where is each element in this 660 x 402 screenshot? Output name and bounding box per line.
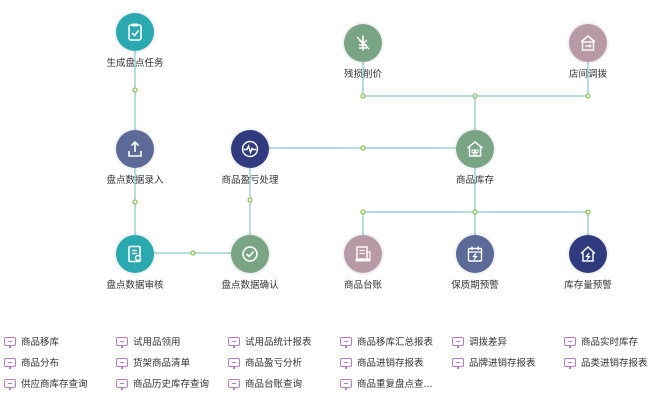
data-confirm-circle[interactable] bbox=[231, 235, 269, 273]
check-circle-icon bbox=[242, 246, 258, 262]
quick-link[interactable]: 商品进销存报表 bbox=[336, 355, 448, 369]
process-flow-diagram bbox=[132, 50, 591, 256]
upload-icon bbox=[128, 140, 142, 157]
store-transfer-circle[interactable] bbox=[569, 24, 607, 62]
house-alert-icon bbox=[580, 245, 596, 262]
inventory-circle[interactable] bbox=[456, 130, 494, 168]
quick-link[interactable]: 货架商品清单 bbox=[112, 355, 224, 369]
pulse-icon bbox=[241, 140, 259, 158]
monitor-icon bbox=[116, 357, 128, 369]
clipboard-check-icon bbox=[128, 23, 142, 41]
quick-link[interactable]: 商品分布 bbox=[0, 355, 112, 369]
quick-links-grid: 商品移库 试用品领用 试用品统计报表 商品移库汇总报表 调拨差异 商品实时库存 … bbox=[0, 334, 660, 390]
quick-link[interactable]: 商品实时库存 bbox=[560, 334, 660, 348]
stock-alert-circle[interactable] bbox=[569, 235, 607, 273]
quick-link-label: 品牌进销存报表 bbox=[469, 358, 536, 369]
warehouse-icon bbox=[467, 141, 483, 157]
quick-link-label: 商品盈亏分析 bbox=[245, 358, 303, 369]
node-ledger[interactable]: 商品台账 bbox=[303, 235, 423, 291]
node-data-review[interactable]: 盘点数据审核 bbox=[75, 235, 195, 291]
monitor-icon bbox=[228, 336, 240, 348]
data-confirm-label: 盘点数据确认 bbox=[221, 280, 279, 291]
ledger-icon bbox=[355, 246, 371, 262]
node-data-entry[interactable]: 盘点数据录入 bbox=[75, 130, 195, 186]
quick-link-label: 商品重复盘点查... bbox=[357, 379, 433, 390]
monitor-icon bbox=[4, 378, 16, 390]
quick-link-label: 商品移库汇总报表 bbox=[357, 337, 434, 348]
data-entry-label: 盘点数据录入 bbox=[106, 175, 164, 186]
document-review-icon bbox=[128, 245, 142, 263]
node-stock-alert[interactable]: 库存量预警 bbox=[528, 235, 648, 291]
monitor-icon bbox=[452, 357, 464, 369]
monitor-icon bbox=[228, 357, 240, 369]
store-transfer-label: 店间调拨 bbox=[568, 69, 607, 80]
stock-alert-label: 库存量预警 bbox=[564, 280, 612, 291]
quick-link[interactable]: 供应商库存查询 bbox=[0, 376, 112, 390]
profit-loss-circle[interactable] bbox=[231, 130, 269, 168]
quick-link-label: 商品历史库存查询 bbox=[133, 379, 210, 390]
monitor-icon bbox=[340, 378, 352, 390]
quick-link[interactable]: 试用品领用 bbox=[112, 334, 224, 348]
profit-loss-label: 商品盈亏处理 bbox=[221, 175, 279, 186]
quick-link-label: 货架商品清单 bbox=[133, 358, 191, 369]
quick-link-label: 商品进销存报表 bbox=[357, 358, 424, 369]
monitor-icon bbox=[340, 357, 352, 369]
quick-link[interactable]: 品牌进销存报表 bbox=[448, 355, 560, 369]
generate-task-circle[interactable] bbox=[116, 13, 154, 51]
quick-link[interactable]: 调拨差异 bbox=[448, 334, 560, 348]
transfer-house-icon bbox=[580, 35, 596, 51]
node-damage-price[interactable]: 残损削价 bbox=[303, 24, 423, 80]
quick-link[interactable]: 商品盈亏分析 bbox=[224, 355, 336, 369]
ledger-label: 商品台账 bbox=[343, 280, 382, 291]
node-generate-task[interactable]: 生成盘点任务 bbox=[75, 13, 195, 69]
monitor-icon bbox=[228, 378, 240, 390]
quick-link-label: 商品实时库存 bbox=[581, 337, 639, 348]
quick-link[interactable]: 试用品统计报表 bbox=[224, 334, 336, 348]
monitor-icon bbox=[564, 336, 576, 348]
monitor-icon bbox=[340, 336, 352, 348]
damage-price-circle[interactable] bbox=[344, 24, 382, 62]
quick-link[interactable]: 商品历史库存查询 bbox=[112, 376, 224, 390]
quick-link-label: 商品移库 bbox=[21, 337, 60, 348]
monitor-icon bbox=[4, 357, 16, 369]
quick-link-label: 商品分布 bbox=[21, 358, 60, 369]
quick-link-label: 调拨差异 bbox=[469, 337, 508, 348]
data-review-circle[interactable] bbox=[116, 235, 154, 273]
node-inventory[interactable]: 商品库存 bbox=[415, 130, 535, 186]
quick-link[interactable]: 商品移库 bbox=[0, 334, 112, 348]
quick-link[interactable]: 商品移库汇总报表 bbox=[336, 334, 448, 348]
damage-price-label: 残损削价 bbox=[343, 69, 382, 80]
quick-link-label: 试用品领用 bbox=[133, 337, 181, 348]
shelf-life-label: 保质期预警 bbox=[451, 280, 499, 291]
quick-link[interactable]: 商品台账查询 bbox=[224, 376, 336, 390]
monitor-icon bbox=[4, 336, 16, 348]
monitor-icon bbox=[116, 378, 128, 390]
quick-link-label: 试用品统计报表 bbox=[245, 337, 312, 348]
monitor-icon bbox=[116, 336, 128, 348]
inventory-label: 商品库存 bbox=[455, 175, 494, 186]
generate-task-label: 生成盘点任务 bbox=[106, 58, 164, 69]
price-cut-icon bbox=[356, 35, 370, 51]
ledger-circle[interactable] bbox=[344, 235, 382, 273]
quick-link-label: 品类进销存报表 bbox=[581, 358, 648, 369]
monitor-icon bbox=[564, 357, 576, 369]
node-shelf-life[interactable]: 保质期预警 bbox=[415, 235, 535, 291]
node-profit-loss[interactable]: 商品盈亏处理 bbox=[190, 130, 310, 186]
shelf-life-circle[interactable] bbox=[456, 235, 494, 273]
quick-link[interactable]: 商品重复盘点查... bbox=[336, 376, 448, 390]
data-entry-circle[interactable] bbox=[116, 130, 154, 168]
quick-link-label: 供应商库存查询 bbox=[21, 379, 88, 390]
quick-link[interactable]: 品类进销存报表 bbox=[560, 355, 660, 369]
calendar-alert-icon bbox=[467, 246, 483, 262]
data-review-label: 盘点数据审核 bbox=[106, 280, 164, 291]
node-store-transfer[interactable]: 店间调拨 bbox=[528, 24, 648, 80]
quick-link-label: 商品台账查询 bbox=[245, 379, 303, 390]
monitor-icon bbox=[452, 336, 464, 348]
node-data-confirm[interactable]: 盘点数据确认 bbox=[190, 235, 310, 291]
